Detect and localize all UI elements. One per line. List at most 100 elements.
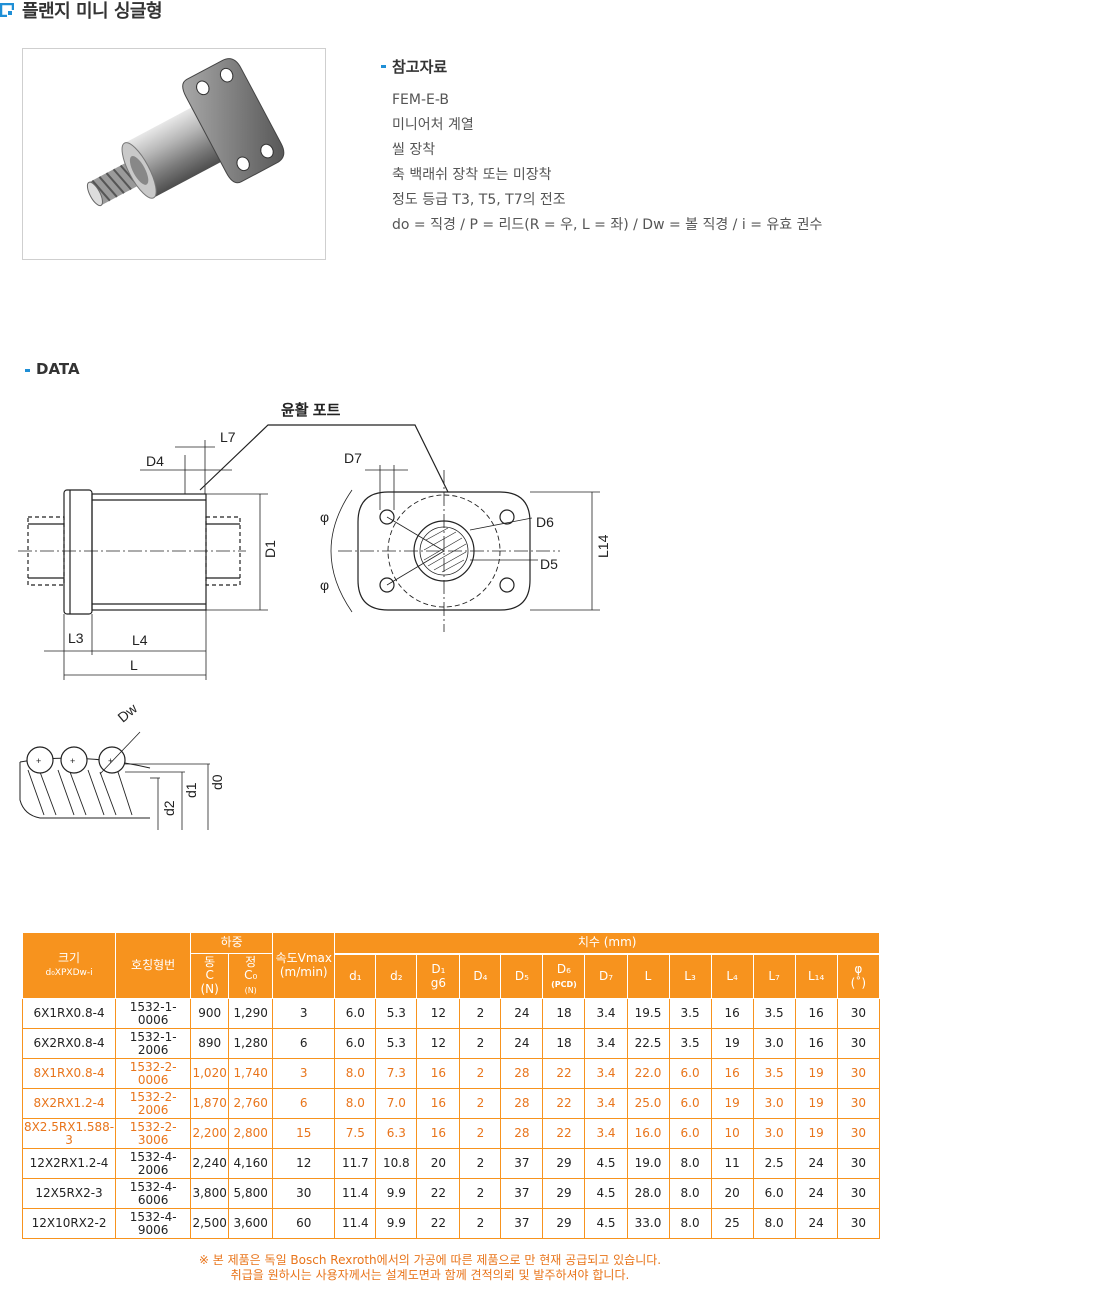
table-cell: 1532-1-0006: [115, 998, 192, 1029]
table-cell: 3.5: [668, 998, 712, 1029]
table-cell: 30: [836, 1208, 881, 1239]
table-cell: 8.0: [668, 1148, 712, 1179]
dim-D7: D7: [344, 450, 362, 466]
table-cell: 19: [794, 1088, 838, 1119]
table-cell: 1532-4-6006: [115, 1178, 192, 1209]
table-cell: 25.0: [626, 1088, 670, 1119]
table-cell: 11: [710, 1148, 754, 1179]
table-cell: 3,800: [190, 1178, 230, 1209]
table-cell: 890: [190, 1028, 230, 1059]
data-bullet: [25, 369, 30, 372]
table-cell: 3.5: [668, 1028, 712, 1059]
table-cell: 900: [190, 998, 230, 1029]
table-cell: 3.5: [752, 998, 796, 1029]
table-cell: 29: [542, 1208, 586, 1239]
title-icon: [0, 3, 14, 17]
table-cell: 30: [836, 998, 881, 1029]
table-cell: 60: [272, 1208, 336, 1239]
table-cell: 24: [500, 1028, 544, 1059]
table-cell: 22: [416, 1208, 461, 1239]
table-cell: 19: [794, 1058, 838, 1089]
table-cell: 3: [272, 998, 336, 1029]
table-cell: 37: [500, 1178, 544, 1209]
table-cell: 16.0: [626, 1118, 670, 1149]
dim-d1: d1: [183, 782, 199, 798]
technical-drawing: 윤활 포트 D1 L7 D4 L3 L4 L D6 D5 φ: [18, 401, 611, 830]
table-cell: 22: [542, 1118, 586, 1149]
table-cell: 2,240: [190, 1148, 230, 1179]
table-cell: 22: [542, 1088, 586, 1119]
table-cell: 9.9: [375, 1208, 418, 1239]
table-cell: 8X2RX1.2-4: [21, 1088, 117, 1119]
table-cell: 4.5: [584, 1208, 628, 1239]
table-cell: 9.9: [375, 1178, 418, 1209]
reference-heading: 참고자료: [392, 58, 448, 76]
table-cell: 22: [416, 1178, 461, 1209]
table-cell: 19: [794, 1118, 838, 1149]
table-cell: 1,740: [228, 1058, 274, 1089]
table-cell: 28.0: [626, 1178, 670, 1209]
table-cell: 3,600: [228, 1208, 274, 1239]
table-cell: 12: [416, 1028, 461, 1059]
table-cell: 12X10RX2-2: [21, 1208, 117, 1239]
table-cell: 2,800: [228, 1118, 274, 1149]
lube-port-label: 윤활 포트: [281, 401, 341, 419]
table-cell: 8X2.5RX1.588-3: [21, 1118, 117, 1149]
table-cell: 1532-2-0006: [115, 1058, 192, 1089]
col-L: L: [626, 954, 670, 999]
table-cell: 33.0: [626, 1208, 670, 1239]
table-cell: 2,500: [190, 1208, 230, 1239]
col-speed: 속도Vmax(m/min): [272, 932, 336, 999]
table-cell: 19: [710, 1088, 754, 1119]
table-cell: 3.0: [752, 1028, 796, 1059]
dim-L7: L7: [220, 429, 236, 445]
dim-d2: d2: [161, 800, 177, 816]
table-cell: 16: [710, 1058, 754, 1089]
table-cell: 30: [272, 1178, 336, 1209]
table-cell: 3.0: [752, 1118, 796, 1149]
table-cell: 24: [794, 1208, 838, 1239]
note-line-1: ※ 본 제품은 독일 Bosch Rexroth에서의 가공에 따른 제품으로 …: [198, 1253, 662, 1267]
table-cell: 7.0: [375, 1088, 418, 1119]
table-cell: 24: [794, 1178, 838, 1209]
table-cell: 22: [542, 1058, 586, 1089]
table-cell: 22.0: [626, 1058, 670, 1089]
dim-d0: d0: [209, 774, 225, 790]
table-cell: 37: [500, 1208, 544, 1239]
dim-D4: D4: [146, 453, 164, 469]
dim-L14: L14: [595, 534, 611, 558]
table-cell: 8X1RX0.8-4: [21, 1058, 117, 1089]
table-cell: 16: [710, 998, 754, 1029]
table-cell: 28: [500, 1058, 544, 1089]
table-cell: 5.3: [375, 998, 418, 1029]
table-cell: 30: [836, 1118, 881, 1149]
table-cell: 6.0: [334, 1028, 377, 1059]
table-cell: 19.5: [626, 998, 670, 1029]
ball-screw-nut-image: [86, 58, 285, 207]
table-cell: 16: [794, 998, 838, 1029]
table-cell: 6.0: [668, 1088, 712, 1119]
product-photo: [22, 48, 326, 260]
table-cell: 20: [710, 1178, 754, 1209]
dim-L: L: [130, 657, 138, 673]
table-cell: 5,800: [228, 1178, 274, 1209]
reference-item: 미니어처 계열: [392, 117, 474, 133]
col-phi: φ(˚): [836, 954, 881, 999]
table-cell: 2.5: [752, 1148, 796, 1179]
table-cell: 28: [500, 1118, 544, 1149]
table-cell: 3.4: [584, 998, 628, 1029]
col-D5: D₅: [500, 954, 544, 999]
dim-D1: D1: [262, 540, 278, 558]
svg-text:+: +: [70, 756, 75, 766]
table-cell: 3.4: [584, 1088, 628, 1119]
table-cell: 2: [459, 1148, 502, 1179]
table-cell: 1532-4-2006: [115, 1148, 192, 1179]
table-cell: 2: [459, 1088, 502, 1119]
page-title: 플랜지 미니 싱글형: [22, 1, 163, 22]
